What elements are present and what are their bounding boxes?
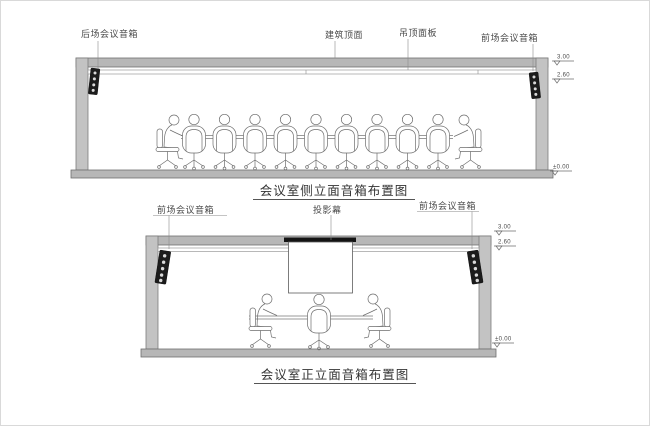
person [212, 113, 237, 171]
person-right [362, 293, 392, 348]
suspended-ceiling [87, 69, 537, 75]
floor-slab [70, 169, 554, 179]
elevation-marker-floor: ±0.00 [491, 337, 515, 348]
right-wall [478, 235, 492, 350]
label-ceiling-panel: 吊顶面板 [399, 27, 437, 38]
label-left-front-speakers: 前场会议音箱 [157, 204, 214, 215]
person [243, 113, 267, 171]
elevation-marker-floor: ±0.00 [549, 165, 573, 176]
elevation-marker-ceiling: 2.60 [551, 73, 575, 84]
left-wall [145, 235, 159, 350]
person [426, 113, 450, 171]
seated-people-row [155, 113, 483, 171]
svg-text:3.00: 3.00 [498, 225, 511, 231]
leader-lines [97, 39, 534, 71]
seated-people-group [248, 293, 392, 351]
front-elevation-drawing: 前场会议音箱 投影幕 前场会议音箱 3.00 2.60 ±0.00 会议室正立面… [140, 200, 517, 384]
person [365, 113, 389, 171]
svg-text:3.00: 3.00 [557, 55, 570, 61]
label-projection-screen: 投影幕 [313, 204, 342, 215]
front-elevation-title: 会议室正立面音箱布置图 [261, 367, 410, 382]
label-front-speakers: 前场会议音箱 [481, 32, 538, 43]
elevation-marker-top: 3.00 [551, 55, 575, 66]
label-right-front-speakers: 前场会议音箱 [419, 200, 476, 211]
person [334, 113, 359, 171]
person [304, 113, 328, 171]
side-elevation-drawing: 后场会议音箱 建筑顶面 吊顶面板 前场会议音箱 3.00 2.60 ±0.00 … [70, 27, 575, 200]
floor-slab [140, 348, 497, 358]
label-building-ceiling: 建筑顶面 [325, 29, 363, 40]
person-end-left [155, 114, 185, 169]
leader-lines [153, 211, 479, 249]
screen-housing [284, 237, 356, 242]
svg-text:±0.00: ±0.00 [553, 165, 570, 171]
left-wall [75, 57, 89, 171]
person-center [307, 293, 331, 351]
label-rear-speakers: 后场会议音箱 [81, 28, 138, 39]
person [395, 113, 420, 171]
projection-screen [284, 237, 356, 294]
elevation-marker-ceiling: 2.60 [493, 240, 517, 251]
person [273, 113, 298, 171]
svg-text:2.60: 2.60 [498, 240, 511, 246]
person [182, 113, 206, 171]
svg-text:2.60: 2.60 [557, 73, 570, 79]
person-end-right [453, 114, 483, 169]
person-left [248, 293, 278, 348]
screen-surface [288, 241, 353, 294]
svg-text:±0.00: ±0.00 [495, 337, 512, 343]
side-elevation-title: 会议室侧立面音箱布置图 [260, 183, 409, 198]
building-slab [75, 57, 549, 68]
elevation-marker-top: 3.00 [493, 225, 517, 236]
